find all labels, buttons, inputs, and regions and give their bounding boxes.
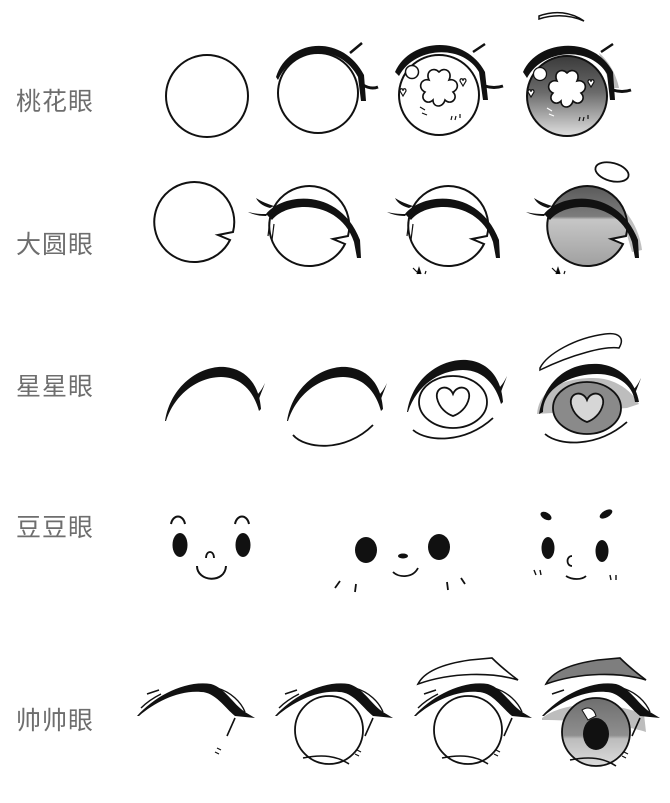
row-label: 大圆眼	[16, 230, 95, 259]
stage-3-bean-face-brows	[533, 509, 617, 581]
row-handsome-eyes: 帅帅眼	[0, 640, 670, 803]
stage-3-lashes-lower-ticks	[387, 185, 500, 275]
stage-3-lid-iris-brow	[414, 657, 532, 765]
stage-2-lash-arc-lower-lid	[287, 366, 387, 447]
row-label: 桃花眼	[16, 87, 95, 116]
row-peach-blossom-eyes: 桃花眼	[0, 0, 670, 160]
stage-1-bean-face-smile	[170, 515, 251, 580]
stage-2-lash-line	[276, 42, 379, 134]
stage-1-lash-arc	[165, 366, 265, 421]
stage-2-bean-face-blush	[334, 534, 466, 593]
stage-4-shaded-heart-iris	[537, 332, 641, 444]
stage-4-shaded-iris-oval-brow	[526, 161, 642, 275]
row-label: 帅帅眼	[16, 706, 95, 735]
stage-4-shaded-iris	[523, 11, 632, 137]
stage-1-base-circle	[165, 54, 249, 138]
row-label: 豆豆眼	[16, 513, 95, 542]
stage-2-lid-with-iris	[275, 683, 393, 765]
row-starry-eyes: 星星眼	[0, 310, 670, 480]
stage-3-heart-iris	[407, 359, 507, 440]
stage-2-notched-circle-lashes	[248, 185, 361, 267]
row-bean-eyes: 豆豆眼	[0, 480, 670, 640]
stage-3-flower-iris	[395, 42, 504, 136]
stage-4-shaded-iris-filled-brow	[542, 657, 660, 767]
stage-1-upper-lid	[137, 683, 255, 755]
stage-1-notched-circle	[153, 181, 236, 263]
row-big-round-eyes: 大圆眼	[0, 160, 670, 310]
row-label: 星星眼	[16, 372, 95, 401]
